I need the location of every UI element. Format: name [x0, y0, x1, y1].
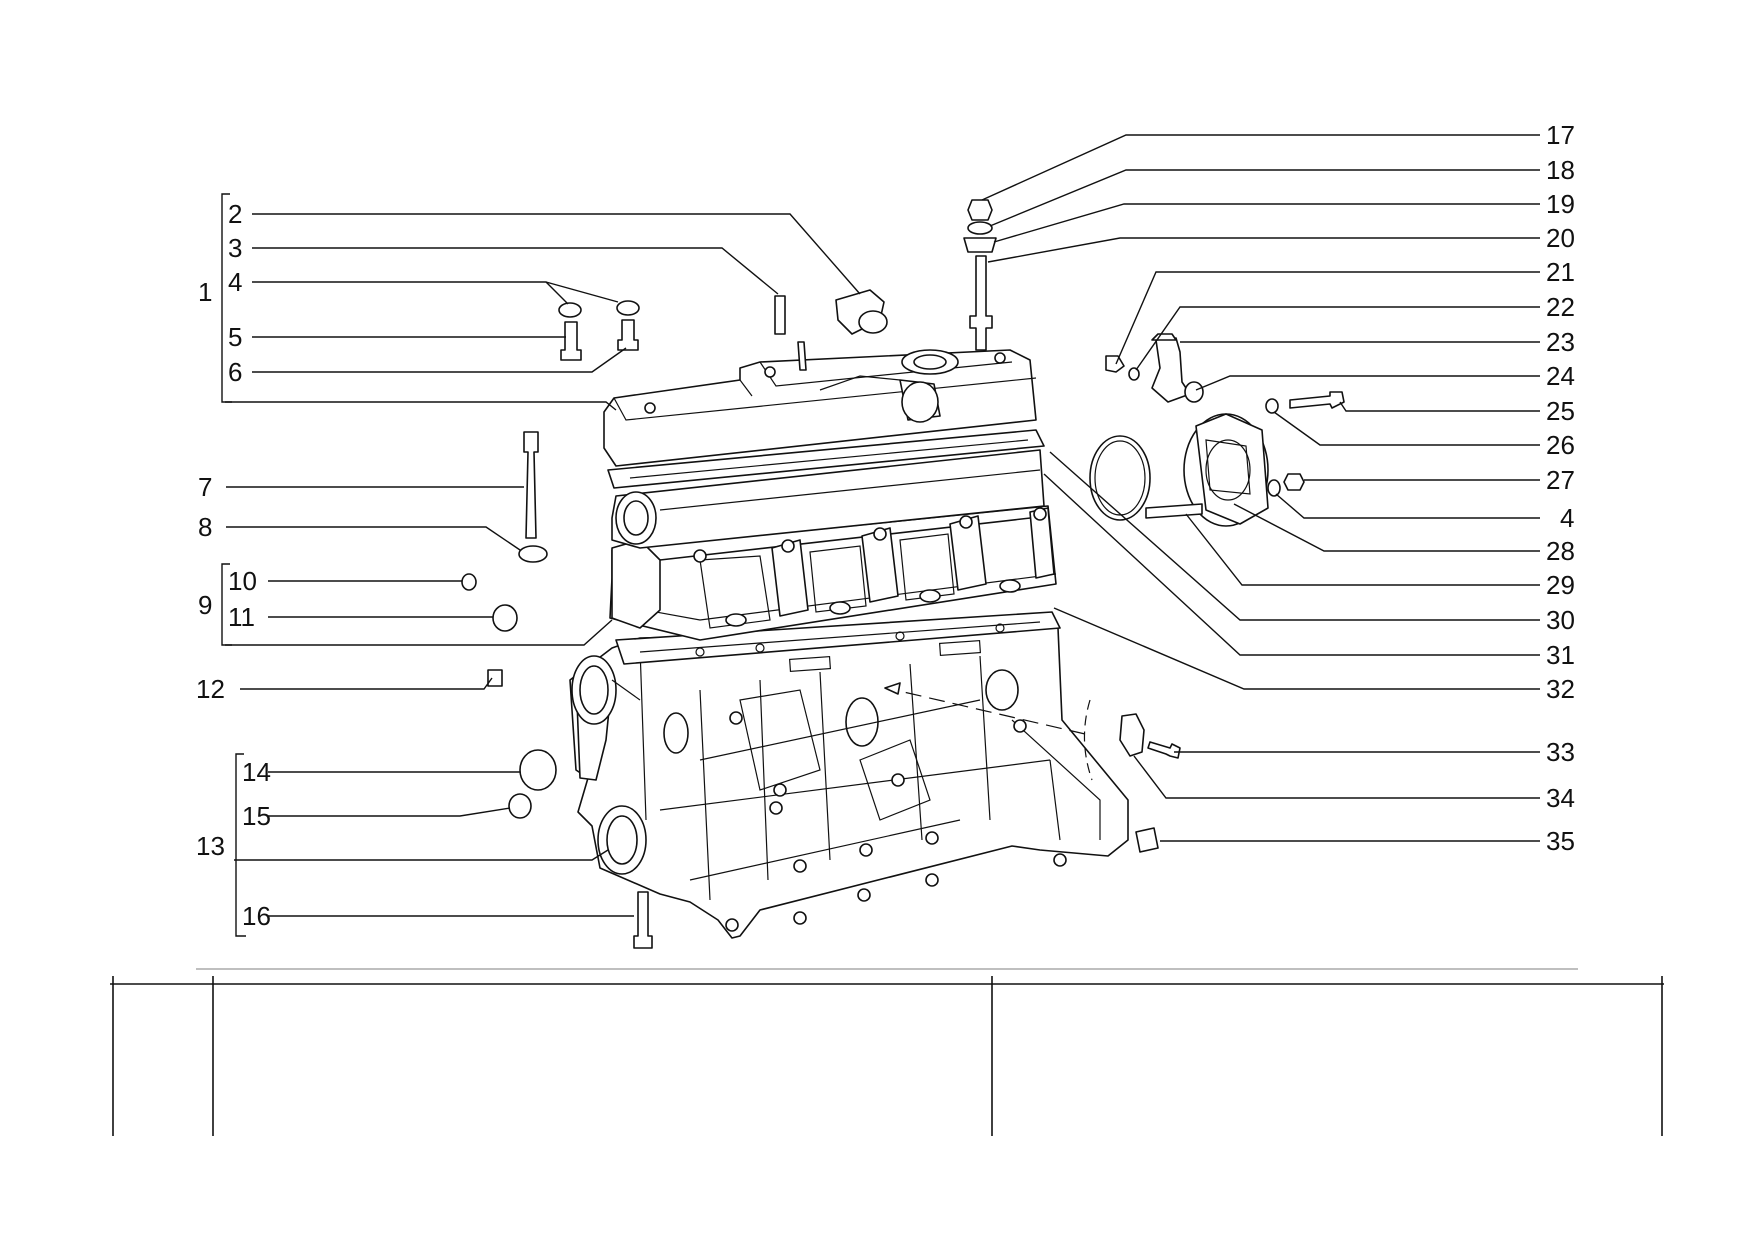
- washer-18: [967, 221, 993, 235]
- seal-14: [519, 749, 557, 791]
- screw-21: [1105, 355, 1125, 373]
- washer-22: [1128, 367, 1140, 381]
- cam-cover-gasket: [607, 429, 1045, 489]
- callout-3: 3: [228, 233, 242, 263]
- callout-12: 12: [196, 674, 225, 704]
- callout-5: 5: [228, 322, 242, 352]
- callout-15: 15: [242, 801, 271, 831]
- bracket-group-1: [221, 193, 232, 403]
- plug-10: [461, 573, 477, 591]
- callout-17: 17: [1546, 120, 1575, 150]
- seal-15: [508, 793, 532, 819]
- washer-4a: [558, 302, 582, 318]
- callout-19: 19: [1546, 189, 1575, 219]
- callout-30: 30: [1546, 605, 1575, 635]
- callout-24: 24: [1546, 361, 1575, 391]
- callout-34: 34: [1546, 783, 1575, 813]
- callout-25: 25: [1546, 396, 1575, 426]
- nut-17: [967, 199, 993, 221]
- head-gasket: [615, 611, 1061, 673]
- callout-9: 9: [198, 590, 212, 620]
- seal-11: [492, 604, 518, 632]
- stud-29: [1145, 503, 1203, 519]
- washer-8: [518, 545, 548, 563]
- grommet-19: [963, 237, 997, 253]
- callout-2: 2: [228, 199, 242, 229]
- engine-assembly-drawing: [461, 199, 1345, 949]
- callout-labels: 1 2 3 4 5 6 7 8 9 10 11 12 13 14 15 16 1…: [196, 120, 1575, 931]
- callout-29: 29: [1546, 570, 1575, 600]
- sensor-install-arrow: [894, 689, 1086, 735]
- callout-33: 33: [1546, 737, 1575, 767]
- title-block-frame: [110, 968, 1664, 1136]
- callout-21: 21: [1546, 257, 1575, 287]
- washer-26: [1265, 398, 1279, 414]
- bush-35: [1135, 827, 1159, 853]
- screw-6: [617, 319, 639, 351]
- leader-lines: [225, 134, 1540, 917]
- sensor-34: [1119, 713, 1145, 757]
- head-bolt-7: [523, 431, 539, 539]
- bracket-group-13: [235, 753, 246, 937]
- callout-18: 18: [1546, 155, 1575, 185]
- callout-14: 14: [242, 757, 271, 787]
- callout-10: 10: [228, 566, 257, 596]
- camshaft-carrier: [611, 449, 1045, 549]
- callout-6: 6: [228, 357, 242, 387]
- cover-elbow-fitting: [835, 289, 888, 335]
- callout-22: 22: [1546, 292, 1575, 322]
- stud-20: [969, 255, 993, 351]
- stud-3: [774, 295, 786, 335]
- callout-4-right: 4: [1560, 503, 1574, 533]
- washer-4c: [1267, 479, 1281, 497]
- bracket-group-9: [221, 563, 232, 646]
- callout-16: 16: [242, 901, 271, 931]
- callout-1: 1: [198, 277, 212, 307]
- callout-31: 31: [1546, 640, 1575, 670]
- group-brackets: [221, 193, 246, 937]
- cylinder-block: [569, 627, 1129, 939]
- washer-4b: [616, 300, 640, 316]
- callout-26: 26: [1546, 430, 1575, 460]
- screw-5: [560, 321, 582, 361]
- callout-11: 11: [228, 602, 255, 632]
- dowel-12: [487, 669, 503, 687]
- callout-8: 8: [198, 512, 212, 542]
- o-ring-24: [1184, 381, 1204, 403]
- callout-28: 28: [1546, 536, 1575, 566]
- callout-32: 32: [1546, 674, 1575, 704]
- cam-cover: [603, 341, 1037, 467]
- o-ring-31: [1089, 435, 1151, 521]
- nut-27: [1283, 473, 1305, 491]
- callout-7: 7: [198, 472, 212, 502]
- callout-23: 23: [1546, 327, 1575, 357]
- callout-27: 27: [1546, 465, 1575, 495]
- callout-35: 35: [1546, 826, 1575, 856]
- bolt-33: [1147, 741, 1181, 759]
- water-pump-28: [1183, 413, 1269, 527]
- bolt-16: [633, 891, 653, 949]
- callout-13: 13: [196, 831, 225, 861]
- bolt-25: [1289, 391, 1345, 409]
- callout-20: 20: [1546, 223, 1575, 253]
- callout-4: 4: [228, 267, 242, 297]
